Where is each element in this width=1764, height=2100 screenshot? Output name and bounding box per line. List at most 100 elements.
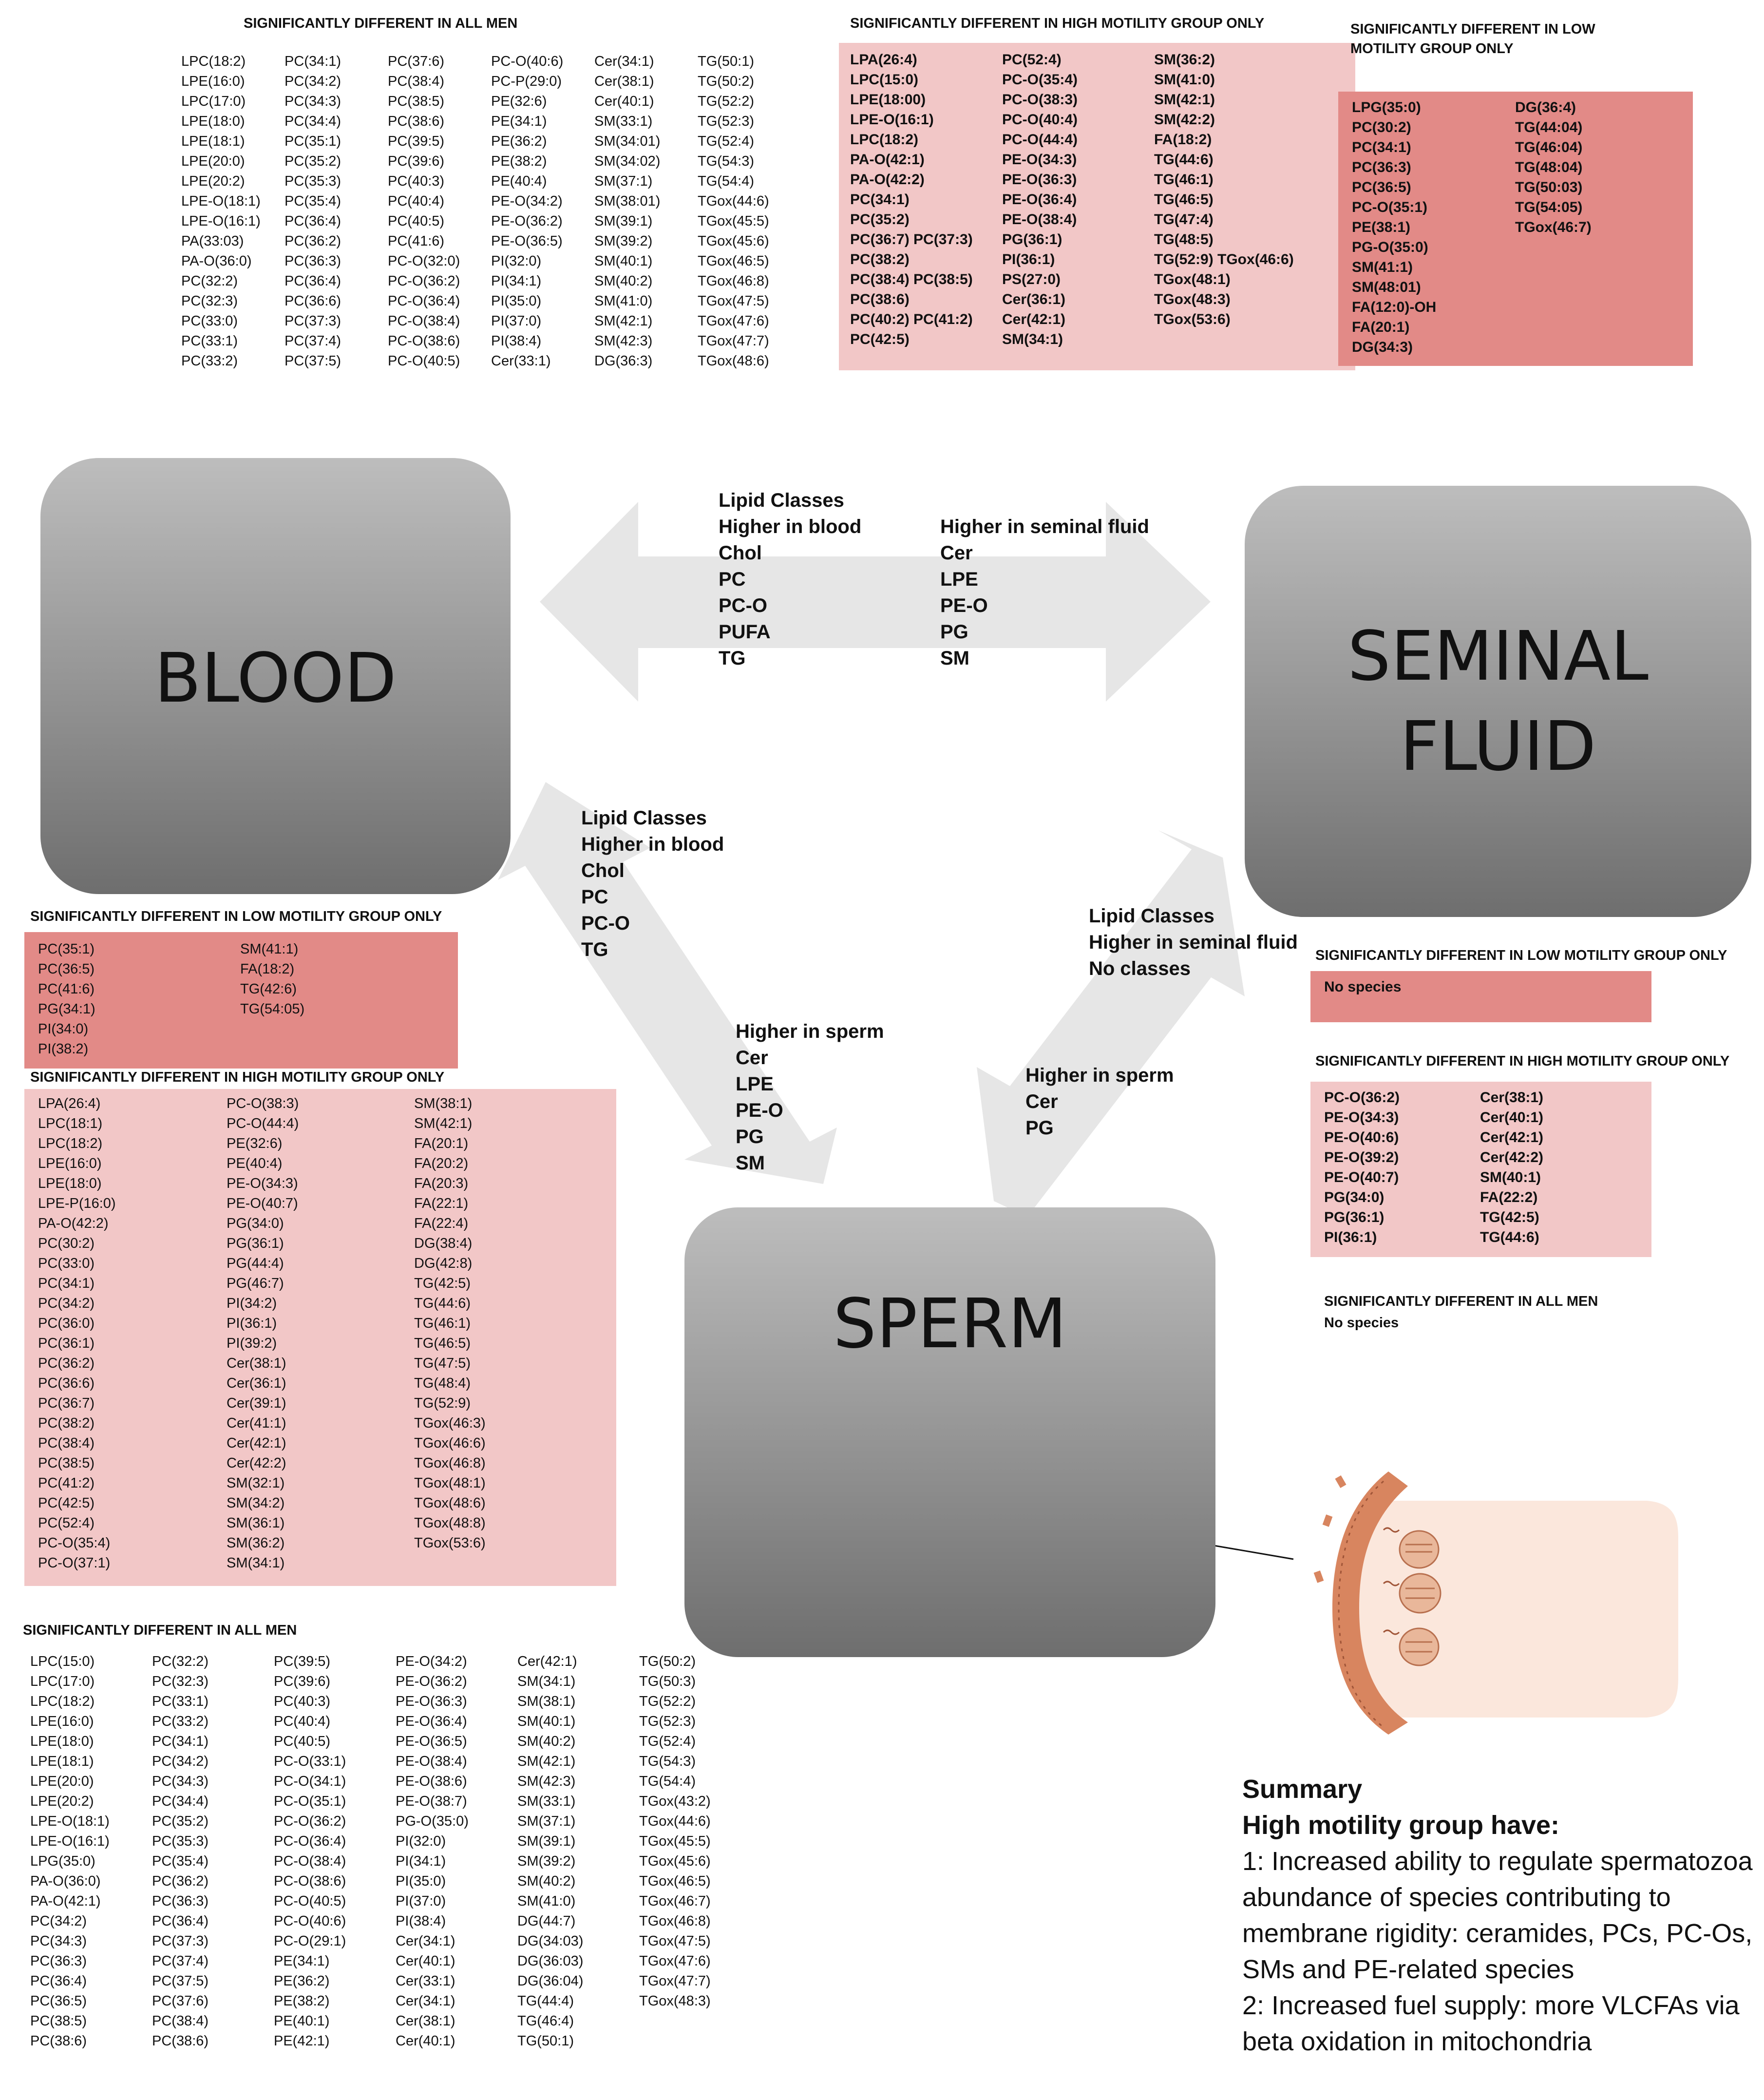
species-item: PC-O(44:4): [1002, 132, 1078, 148]
species-column: TG(50:1)TG(50:2)TG(52:2)TG(52:3)TG(52:4)…: [698, 52, 795, 371]
species-item: PG(44:4): [227, 1256, 284, 1271]
species-item: TGox(46:5): [698, 253, 769, 269]
species-item: PI(36:1): [1324, 1229, 1377, 1245]
bsp-low-motility-panel: [24, 932, 458, 1069]
species-item: PC-O(40:4): [1002, 112, 1078, 128]
species-item: PI(32:0): [491, 253, 542, 269]
species-item: TG(46:1): [414, 1316, 471, 1331]
species-item: PC-O(38:3): [227, 1096, 299, 1111]
species-item: PC-O(40:6): [274, 1913, 346, 1929]
species-item: TG(46:5): [414, 1336, 471, 1351]
species-item: PC(38:6): [388, 114, 445, 129]
species-item: PC(36:5): [30, 1993, 87, 2009]
species-item: TGox(47:5): [639, 1933, 711, 1949]
species-item: LPE(18:1): [181, 134, 245, 149]
species-item: LPC(17:0): [30, 1674, 95, 1689]
species-item: SM(33:1): [594, 114, 653, 129]
species-item: PC(36:3): [152, 1893, 209, 1909]
species-item: SM(40:1): [517, 1714, 576, 1729]
species-item: TGox(46:8): [698, 273, 769, 289]
species-item: PC-O(35:4): [1002, 72, 1078, 88]
species-item: TGox(48:3): [1154, 291, 1231, 307]
species-item: PE(36:2): [274, 1973, 330, 1989]
species-column: SM(41:1)FA(18:2)TG(42:6)TG(54:05): [240, 939, 386, 1059]
species-item: PE-O(34:2): [491, 193, 563, 209]
species-item: SM(39:2): [594, 233, 653, 249]
species-item: LPE-O(18:1): [30, 1814, 110, 1829]
species-item: LPC(18:2): [30, 1694, 95, 1709]
species-item: Cer(40:1): [396, 2033, 455, 2049]
lipid-class-item: PG: [736, 1126, 764, 1147]
species-item: TGox(47:6): [698, 313, 769, 329]
summary-point-1: 1: Increased ability to regulate spermat…: [1242, 1847, 1753, 1984]
species-item: PE-O(38:7): [396, 1794, 467, 1809]
species-item: SM(34:2): [227, 1495, 285, 1511]
species-item: Cer(38:1): [396, 2013, 455, 2029]
species-item: TGox(46:6): [414, 1435, 486, 1451]
species-item: PC(34:1): [38, 1276, 95, 1291]
species-item: TGox(46:3): [414, 1415, 486, 1431]
species-item: PE(38:1): [1352, 219, 1411, 235]
higher-in-blood-heading: Higher in blood: [581, 834, 724, 855]
lipid-class-item: TG: [581, 939, 608, 960]
species-item: PC-O(36:4): [388, 293, 460, 309]
species-item: PC(36:3): [285, 253, 341, 269]
species-item: PA-O(42:2): [850, 172, 925, 188]
species-item: Cer(42:1): [517, 1654, 577, 1669]
species-column: TG(50:2)TG(50:3)TG(52:2)TG(52:3)TG(52:4)…: [639, 1652, 737, 2051]
sb-low-motility-panel: [1338, 92, 1693, 366]
species-item: SM(34:1): [1002, 331, 1063, 347]
species-item: TG(46:4): [517, 2013, 574, 2029]
species-item: PA-O(42:1): [30, 1893, 101, 1909]
species-item: PC(32:2): [181, 273, 238, 289]
species-item: TG(42:5): [414, 1276, 471, 1291]
species-item: Cer(36:1): [1002, 291, 1066, 307]
species-item: PC(36:6): [38, 1375, 95, 1391]
species-column: No species: [1324, 977, 1519, 997]
species-item: SM(41:0): [517, 1893, 576, 1909]
species-item: TG(54:4): [698, 173, 755, 189]
species-item: Cer(33:1): [491, 353, 551, 369]
species-item: LPC(18:2): [38, 1136, 103, 1151]
species-item: PC(34:2): [285, 74, 341, 89]
lipid-classes-title: Lipid Classes: [719, 490, 844, 511]
species-item: PE-O(36:4): [1002, 191, 1077, 208]
seminal-fluid-label: SEMINAL FLUID: [1245, 611, 1751, 792]
species-item: TG(44:6): [1480, 1229, 1539, 1245]
species-item: SM(34:1): [517, 1674, 576, 1689]
species-item: PG-O(35:0): [1352, 239, 1428, 255]
species-item: PC-O(38:6): [274, 1873, 346, 1889]
species-item: PC(34:1): [152, 1734, 209, 1749]
species-item: PC(35:3): [152, 1833, 209, 1849]
species-item: TG(52:2): [639, 1694, 696, 1709]
species-item: LPE(18:0): [38, 1176, 102, 1191]
ssp-high-motility-title: SIGNIFICANTLY DIFFERENT IN HIGH MOTILITY…: [1315, 1053, 1730, 1069]
species-item: TG(42:5): [1480, 1209, 1539, 1225]
species-item: PC(38:6): [850, 291, 910, 307]
species-item: PI(38:4): [396, 1913, 446, 1929]
species-item: SM(36:1): [227, 1515, 285, 1531]
seminal-fluid-compartment: [1245, 486, 1751, 917]
species-item: PA-O(36:0): [181, 253, 252, 269]
species-item: PI(38:2): [38, 1041, 89, 1057]
species-item: PC(37:5): [152, 1973, 209, 1989]
species-item: LPE-O(18:1): [181, 193, 261, 209]
sb-high-motility-panel: [839, 43, 1355, 370]
species-item: PC(30:2): [1352, 119, 1411, 135]
species-item: PC(36:7) PC(37:3): [850, 231, 973, 248]
ssp-high-motility-list: PC-O(36:2)PE-O(34:3)PE-O(40:6)PE-O(39:2)…: [1324, 1088, 1626, 1247]
species-item: DG(36:4): [1515, 99, 1576, 115]
species-item: PE-O(34:3): [1002, 152, 1077, 168]
species-item: TGox(48:6): [414, 1495, 486, 1511]
species-item: FA(20:1): [414, 1136, 469, 1151]
ssp-low-motility-panel: [1310, 971, 1651, 1022]
species-item: PC-O(36:4): [274, 1833, 346, 1849]
species-item: TGox(46:8): [414, 1455, 486, 1471]
species-item: PC(38:5): [38, 1455, 95, 1471]
species-item: PC(36:6): [285, 293, 341, 309]
species-item: PC(40:3): [274, 1694, 331, 1709]
species-column: PC-O(36:2)PE-O(34:3)PE-O(40:6)PE-O(39:2)…: [1324, 1088, 1480, 1247]
species-item: PG(34:0): [227, 1216, 284, 1231]
species-item: SM(40:1): [1480, 1169, 1541, 1185]
